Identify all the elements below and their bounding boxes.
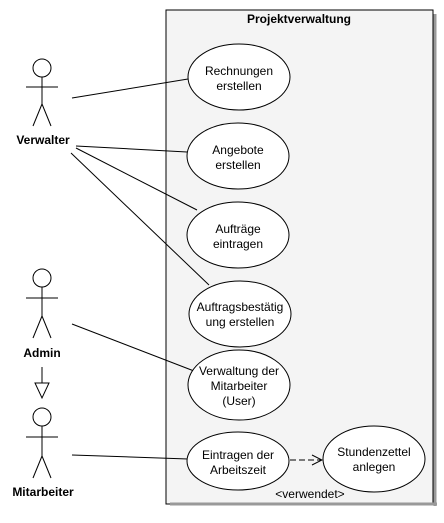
relation-label-verwendet: <verwendet>	[275, 487, 344, 501]
actor-verwalter[interactable]: Verwalter	[16, 58, 70, 147]
association-verwalter-auftraege	[75, 147, 198, 211]
actor-label-admin: Admin	[23, 346, 60, 360]
association-admin-mitarbeiterverwaltung	[71, 323, 195, 372]
use-case-rechnungen-erstellen[interactable]: Rechnungen erstellen	[187, 43, 291, 111]
use-case-label-line: Arbeitszeit	[210, 463, 267, 477]
stick-figure-icon	[26, 268, 58, 339]
stick-figure-icon	[26, 58, 58, 127]
use-case-eintragen-der-arbeitszeit[interactable]: Eintragen der Arbeitszeit	[186, 431, 290, 491]
use-case-label-line: erstellen	[216, 79, 261, 93]
use-case-auftraege-eintragen[interactable]: Aufträge eintragen	[186, 201, 290, 269]
stick-figure-icon	[26, 407, 58, 479]
actor-label-mitarbeiter: Mitarbeiter	[12, 485, 74, 499]
use-case-auftragsbestaetigung-erstellen[interactable]: Auftragsbestätig ung erstellen	[188, 280, 292, 348]
use-case-verwaltung-der-mitarbeiter[interactable]: Verwaltung der Mitarbeiter (User)	[187, 349, 291, 421]
generalization-arrow	[34, 367, 50, 400]
use-case-stundenzettel-anlegen[interactable]: Stundenzettel anlegen	[322, 425, 426, 493]
use-case-label-line: Aufträge	[215, 222, 261, 236]
actor-admin[interactable]: Admin	[23, 268, 61, 360]
use-case-angebote-erstellen[interactable]: Angebote erstellen	[186, 122, 290, 190]
use-case-label-line: eintragen	[213, 237, 263, 251]
use-case-label-line: Verwaltung der	[199, 364, 279, 378]
actor-label-verwalter: Verwalter	[16, 133, 70, 147]
association-verwalter-bestaetigung	[70, 152, 210, 286]
use-case-label-line: (User)	[222, 394, 255, 408]
use-case-label-line: anlegen	[353, 460, 396, 474]
association-verwalter-angebote	[75, 145, 188, 153]
use-case-label-line: ung erstellen	[206, 315, 275, 329]
system-title: Projektverwaltung	[247, 12, 351, 26]
use-case-label-line: erstellen	[215, 158, 260, 172]
use-case-label-line: Angebote	[212, 143, 264, 157]
use-case-label-line: Rechnungen	[205, 64, 273, 78]
use-case-label-line: Stundenzettel	[337, 445, 410, 459]
association-verwalter-rechnungen	[71, 78, 189, 99]
actor-mitarbeiter[interactable]: Mitarbeiter	[12, 407, 74, 499]
use-case-label-line: Mitarbeiter	[211, 379, 268, 393]
associations	[70, 78, 210, 460]
association-mitarbeiter-arbeitszeit	[71, 454, 189, 460]
use-case-label-line: Eintragen der	[202, 448, 274, 462]
use-case-label-line: Auftragsbestätig	[197, 300, 284, 314]
